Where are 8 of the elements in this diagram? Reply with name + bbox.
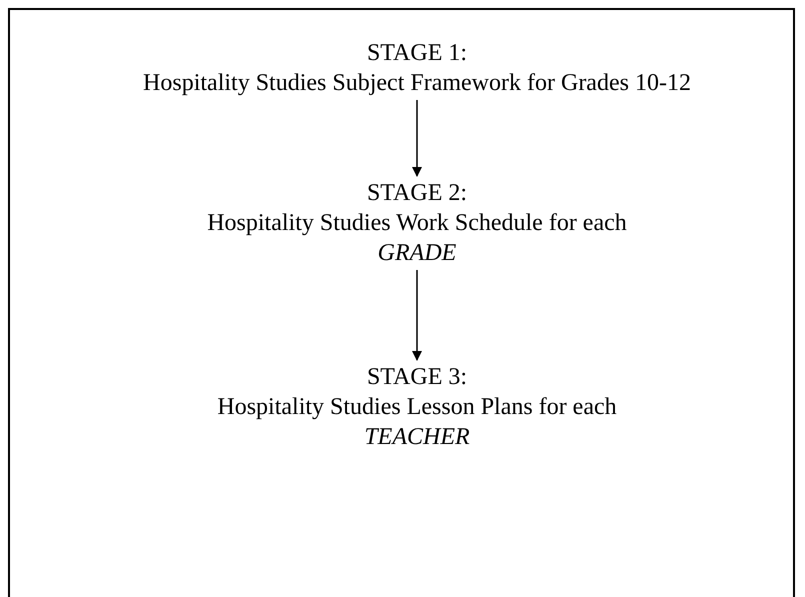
stage-description: Hospitality Studies Lesson Plans for each TEACHER bbox=[216, 393, 618, 452]
stage-heading: STAGE 1: bbox=[366, 39, 468, 68]
arrow bbox=[412, 270, 422, 361]
stage-heading: STAGE 2: bbox=[366, 179, 468, 208]
stage-description: Hospitality Studies Subject Framework for Grades 10-12 bbox=[143, 69, 691, 98]
arrow bbox=[412, 100, 422, 177]
stage-heading: STAGE 3: bbox=[366, 363, 468, 392]
stage-description: Hospitality Studies Work Schedule for each GRADE bbox=[207, 209, 627, 268]
